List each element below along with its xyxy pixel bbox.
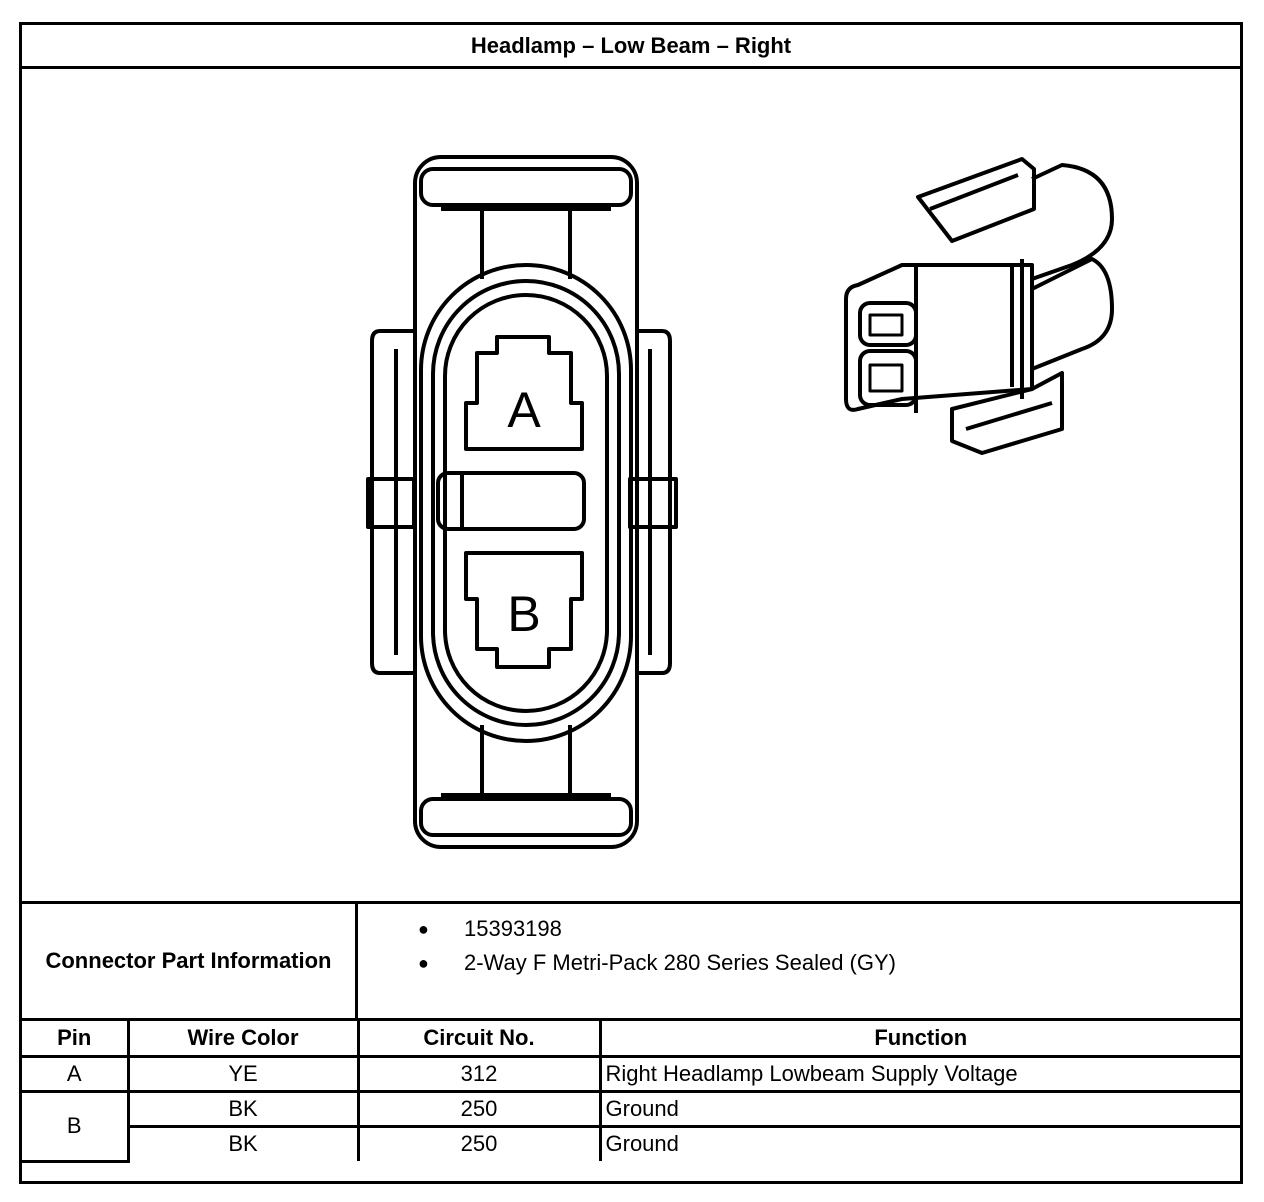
connector-sheet: Headlamp – Low Beam – Right (19, 22, 1243, 1184)
table-row: A YE 312 Right Headlamp Lowbeam Supply V… (22, 1054, 1240, 1093)
table-row: BK 250 Ground (22, 1124, 1240, 1161)
part-description-item: ● 2-Way F Metri-Pack 280 Series Sealed (G… (358, 946, 1240, 980)
header-function: Function (598, 1021, 1240, 1058)
part-description: 2-Way F Metri-Pack 280 Series Sealed (GY… (464, 950, 896, 975)
pin-cell: B (22, 1089, 130, 1163)
circuit-cell: 250 (356, 1089, 602, 1128)
pin-table-header-row: Pin Wire Color Circuit No. Function (22, 1021, 1240, 1058)
header-wire-color: Wire Color (126, 1021, 360, 1058)
connector-part-info: Connector Part Information ● 15393198 ● 2-… (22, 901, 1240, 1021)
wire-color-cell: BK (126, 1124, 360, 1161)
top-latch (419, 167, 633, 207)
cavity-a-label: A (507, 382, 541, 438)
pin-table: Pin Wire Color Circuit No. Function A YE… (22, 1021, 1240, 1163)
header-circuit-no: Circuit No. (356, 1021, 602, 1058)
seal-outer (419, 263, 633, 743)
center-divider (436, 471, 586, 531)
wire-color-cell: YE (126, 1054, 360, 1093)
cavity-b-outline (464, 551, 584, 669)
bottom-latch (419, 797, 633, 837)
pin-cell: A (22, 1054, 130, 1093)
housing-outline (413, 155, 639, 849)
wire-color-cell: BK (126, 1089, 360, 1128)
bullet-icon: ● (418, 953, 429, 973)
seal-middle (431, 279, 621, 727)
connector-part-info-label: Connector Part Information (22, 904, 358, 1018)
part-number-item: ● 15393198 (358, 912, 1240, 946)
header-pin: Pin (22, 1021, 130, 1058)
circuit-cell: 312 (356, 1054, 602, 1093)
table-row: B BK 250 Ground (22, 1089, 1240, 1163)
circuit-cell: 250 (356, 1124, 602, 1161)
connector-isometric-view (844, 157, 1114, 455)
part-number: 15393198 (464, 916, 562, 941)
function-cell: Ground (598, 1089, 1240, 1128)
connector-drawing-area: A B (22, 69, 1240, 901)
function-cell: Ground (598, 1124, 1240, 1161)
left-lock-tab (366, 477, 416, 529)
function-cell: Right Headlamp Lowbeam Supply Voltage (598, 1054, 1240, 1093)
cavity-face (443, 293, 609, 713)
connector-part-info-list: ● 15393198 ● 2-Way F Metri-Pack 280 Series… (358, 904, 1240, 980)
connector-face-view: A B (366, 155, 1114, 849)
cavity-a-outline (464, 335, 584, 451)
page-title: Headlamp – Low Beam – Right (22, 25, 1240, 69)
bullet-icon: ● (418, 919, 429, 939)
cavity-b-label: B (507, 586, 540, 642)
